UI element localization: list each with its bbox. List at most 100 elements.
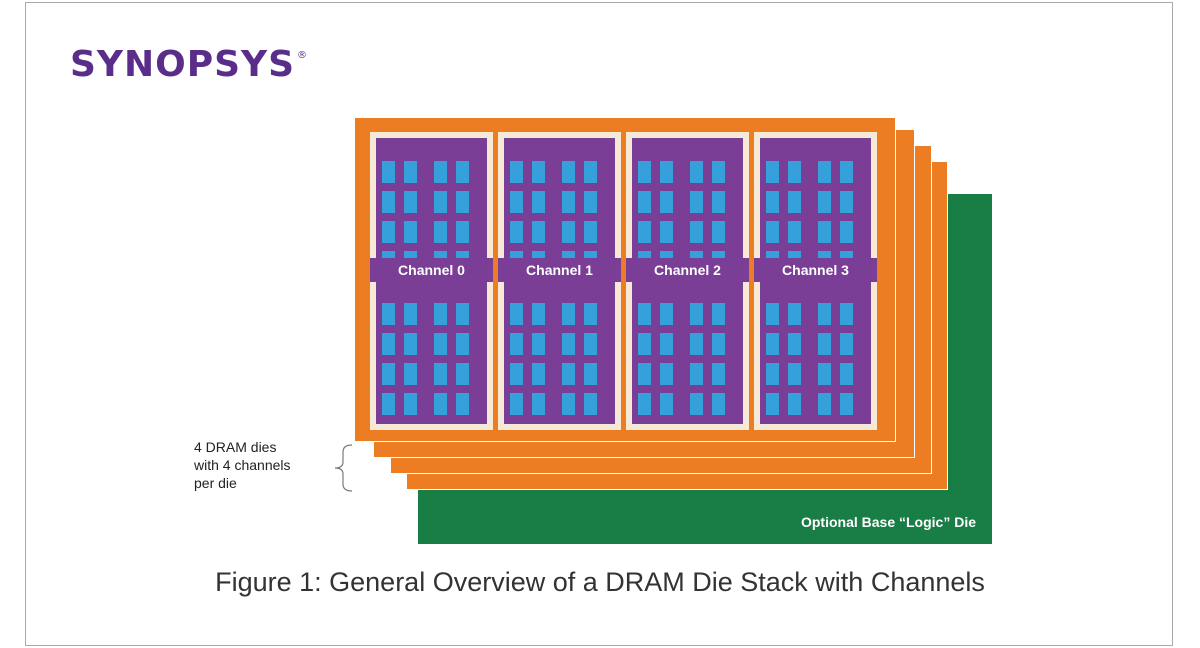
- memory-bank: [660, 191, 673, 213]
- memory-bank: [638, 303, 651, 325]
- memory-bank: [766, 333, 779, 355]
- memory-bank: [766, 161, 779, 183]
- memory-bank: [788, 161, 801, 183]
- memory-bank: [510, 363, 523, 385]
- figure-caption: Figure 1: General Overview of a DRAM Die…: [215, 567, 985, 597]
- memory-bank: [638, 221, 651, 243]
- channel-1: Channel 1: [498, 132, 621, 430]
- memory-bank: [562, 191, 575, 213]
- synopsys-logo: SYNOPSYS®: [70, 44, 308, 85]
- memory-bank: [434, 363, 447, 385]
- memory-bank: [712, 363, 725, 385]
- memory-bank: [532, 191, 545, 213]
- memory-bank: [456, 333, 469, 355]
- memory-bank: [456, 161, 469, 183]
- memory-bank: [456, 221, 469, 243]
- memory-bank: [532, 333, 545, 355]
- dram-die-1: Channel 0 Channel 1 Channel 2 Channel 3: [355, 118, 895, 441]
- memory-bank: [510, 393, 523, 415]
- memory-bank: [532, 303, 545, 325]
- memory-bank: [818, 161, 831, 183]
- memory-bank: [510, 303, 523, 325]
- memory-bank: [788, 333, 801, 355]
- memory-bank: [766, 303, 779, 325]
- memory-bank: [638, 191, 651, 213]
- memory-bank: [818, 191, 831, 213]
- memory-bank: [712, 221, 725, 243]
- memory-bank: [638, 161, 651, 183]
- memory-bank: [382, 393, 395, 415]
- memory-bank: [818, 393, 831, 415]
- channel-3: Channel 3: [754, 132, 877, 430]
- callout-line-3: per die: [194, 475, 237, 491]
- memory-bank: [532, 221, 545, 243]
- memory-bank: [562, 303, 575, 325]
- memory-bank: [562, 363, 575, 385]
- memory-bank: [562, 161, 575, 183]
- die-count-callout: 4 DRAM dies with 4 channels per die: [194, 438, 291, 492]
- channel-2-label: Channel 2: [626, 258, 749, 282]
- memory-bank: [712, 393, 725, 415]
- memory-bank: [690, 221, 703, 243]
- memory-bank: [404, 363, 417, 385]
- memory-bank: [840, 393, 853, 415]
- memory-bank: [766, 191, 779, 213]
- memory-bank: [766, 393, 779, 415]
- memory-bank: [404, 333, 417, 355]
- memory-bank: [840, 161, 853, 183]
- memory-bank: [404, 221, 417, 243]
- memory-bank: [584, 333, 597, 355]
- memory-bank: [404, 393, 417, 415]
- memory-bank: [434, 191, 447, 213]
- memory-bank: [788, 393, 801, 415]
- channel-1-label: Channel 1: [498, 258, 621, 282]
- memory-bank: [660, 221, 673, 243]
- memory-bank: [584, 363, 597, 385]
- memory-bank: [456, 191, 469, 213]
- memory-bank: [660, 161, 673, 183]
- memory-bank: [840, 221, 853, 243]
- memory-bank: [456, 363, 469, 385]
- channel-0-label: Channel 0: [370, 258, 493, 282]
- memory-bank: [584, 191, 597, 213]
- memory-bank: [382, 161, 395, 183]
- memory-bank: [532, 363, 545, 385]
- memory-bank: [382, 221, 395, 243]
- registered-mark: ®: [297, 50, 309, 61]
- memory-bank: [638, 333, 651, 355]
- memory-bank: [788, 363, 801, 385]
- memory-bank: [584, 303, 597, 325]
- base-die-label: Optional Base “Logic” Die: [800, 514, 976, 530]
- memory-bank: [562, 393, 575, 415]
- memory-bank: [660, 363, 673, 385]
- memory-bank: [818, 221, 831, 243]
- memory-bank: [690, 393, 703, 415]
- memory-bank: [510, 191, 523, 213]
- memory-bank: [690, 191, 703, 213]
- memory-bank: [382, 303, 395, 325]
- memory-bank: [638, 363, 651, 385]
- memory-bank: [532, 393, 545, 415]
- callout-line-1: 4 DRAM dies: [194, 439, 277, 455]
- logo-text: SYNOPSYS: [70, 44, 296, 85]
- channel-2: Channel 2: [626, 132, 749, 430]
- memory-bank: [382, 191, 395, 213]
- memory-bank: [660, 333, 673, 355]
- memory-bank: [766, 363, 779, 385]
- memory-bank: [840, 333, 853, 355]
- memory-bank: [712, 161, 725, 183]
- memory-bank: [404, 161, 417, 183]
- curly-brace-icon: [334, 444, 353, 492]
- memory-bank: [532, 161, 545, 183]
- memory-bank: [456, 393, 469, 415]
- memory-bank: [434, 221, 447, 243]
- memory-bank: [660, 393, 673, 415]
- memory-bank: [712, 303, 725, 325]
- memory-bank: [818, 333, 831, 355]
- memory-bank: [788, 221, 801, 243]
- memory-bank: [434, 161, 447, 183]
- memory-bank: [766, 221, 779, 243]
- memory-bank: [788, 191, 801, 213]
- memory-bank: [638, 393, 651, 415]
- memory-bank: [584, 161, 597, 183]
